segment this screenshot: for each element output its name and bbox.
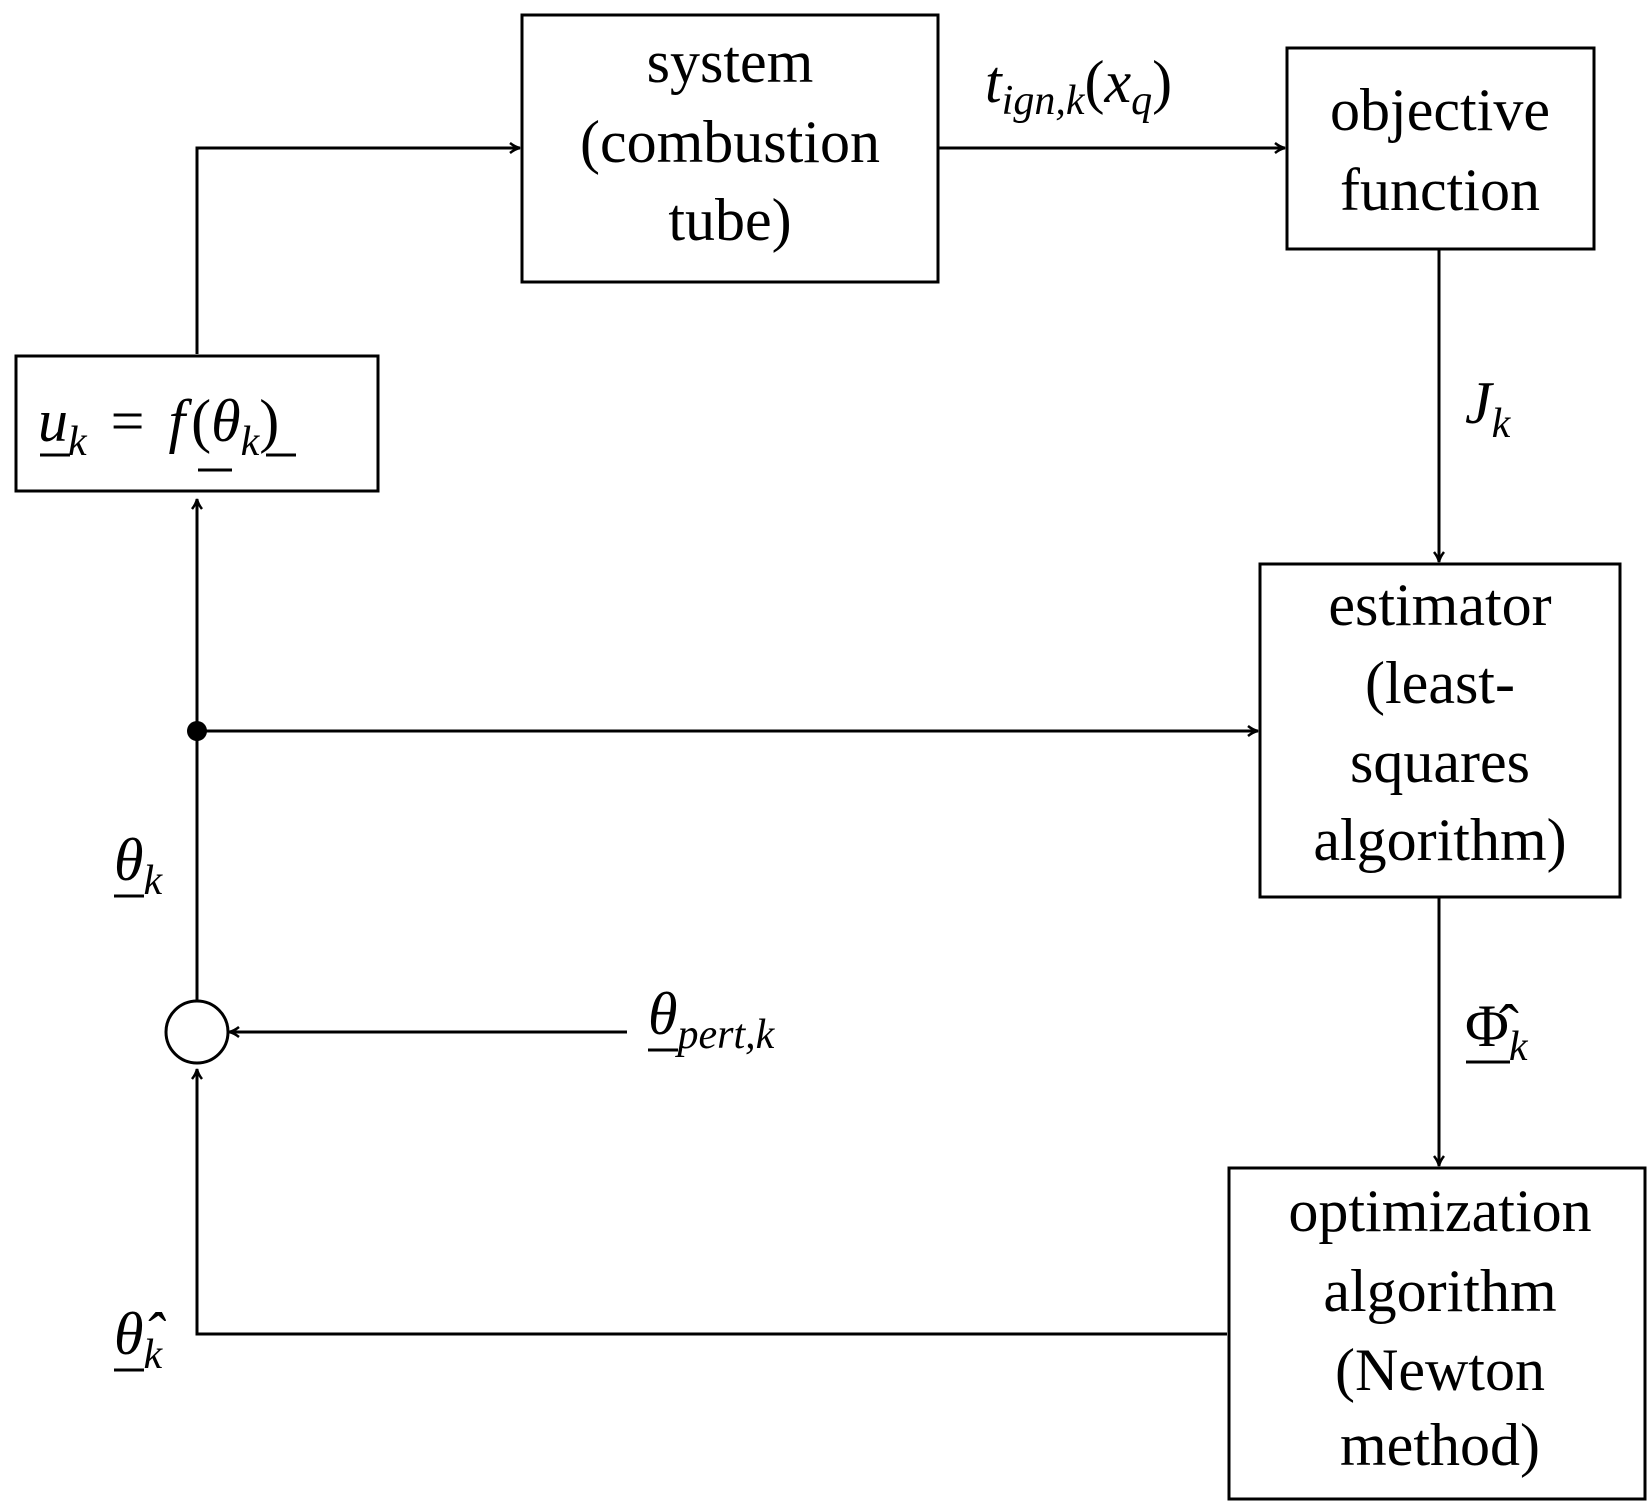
optimizer-label-line-2: algorithm [1323, 1258, 1556, 1324]
gradient-label: Φ̂k [1465, 993, 1529, 1070]
system-block: system (combustion tube) [520, 13, 940, 284]
ignition-time-close-paren: ) [1152, 49, 1172, 115]
perturbation-sub: pert,k [674, 1012, 775, 1058]
arrow-mapping-to-system [195, 142, 521, 354]
estimator-label-line-3: squares [1350, 729, 1530, 795]
theta-label: θk [114, 827, 163, 904]
objective-label-line-2: function [1340, 157, 1540, 223]
perturbation-label: θpert,k [648, 981, 776, 1058]
gradient-sub: k [1509, 1024, 1529, 1070]
estimator-label-line-1: estimator [1328, 572, 1551, 638]
theta-hat-sub: k [143, 1332, 163, 1378]
theta-hat-label: θ̂k [114, 1301, 166, 1378]
summing-junction [164, 999, 230, 1065]
ignition-time-label: tign,k(xq) [985, 49, 1172, 124]
estimator-label-line-4: algorithm) [1313, 807, 1566, 873]
perturbation-label-group: θpert,k [648, 981, 776, 1058]
ignition-time-sub: ign,k [1002, 78, 1086, 124]
gradient-label-group: Φ̂k [1465, 993, 1529, 1070]
ignition-time-symbol: t [985, 49, 1003, 115]
cost-sub: k [1492, 401, 1512, 447]
connectors [191, 142, 1445, 1336]
theta-symbol: θ [114, 827, 143, 893]
system-label-line-3: tube) [668, 187, 791, 253]
optimizer-label-line-4: method) [1340, 1412, 1540, 1478]
cost-symbol: J [1465, 370, 1494, 436]
cost-label: Jk [1465, 370, 1512, 447]
mapping-lhs: u [38, 388, 68, 454]
optimizer-label-line-1: optimization [1288, 1178, 1591, 1244]
objective-function-block: objective function [1285, 46, 1596, 251]
theta-hat-label-group: θ̂k [114, 1301, 166, 1378]
mapping-arg-sub: k [241, 419, 261, 465]
mapping-close-paren: ) [259, 388, 279, 454]
system-label-line-2: (combustion [580, 109, 880, 175]
ignition-position-symbol: x [1103, 49, 1131, 115]
ignition-time-open-paren: ( [1084, 49, 1104, 115]
mapping-lhs-sub: k [68, 419, 88, 465]
estimator-label-line-2: (least- [1365, 650, 1515, 716]
theta-sub: k [143, 858, 163, 904]
mapping-open-paren: ( [191, 388, 211, 454]
mapping-arg: θ [211, 388, 240, 454]
system-label-line-1: system [647, 29, 814, 95]
ignition-position-sub: q [1131, 78, 1152, 124]
objective-label-line-1: objective [1330, 77, 1550, 143]
estimator-block: estimator (least- squares algorithm) [1258, 562, 1622, 899]
line-optimizer-feedback [191, 1068, 1227, 1336]
perturbation-symbol: θ [648, 981, 677, 1047]
optimization-block: optimization algorithm (Newton method) [1227, 1166, 1647, 1501]
optimizer-label-line-3: (Newton [1335, 1337, 1545, 1403]
theta-label-group: θk [114, 827, 163, 904]
mapping-equals: = [111, 388, 145, 454]
branch-point [187, 721, 207, 741]
mapping-block: uk=f(θk) [14, 354, 380, 493]
